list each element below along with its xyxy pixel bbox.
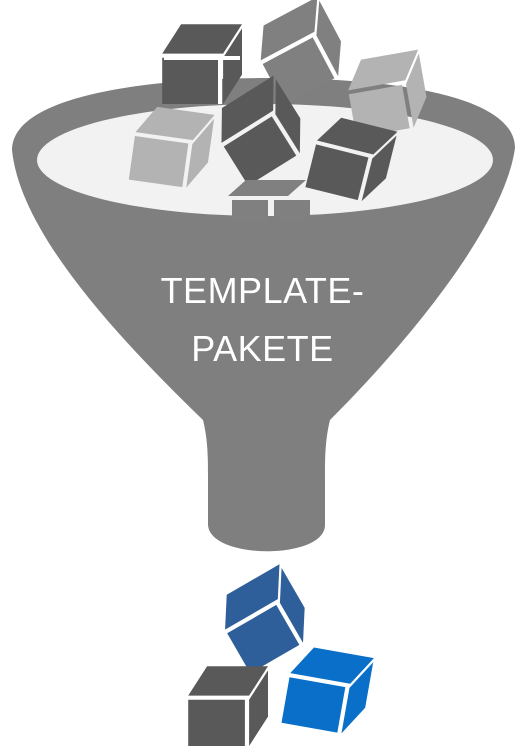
cube-icon xyxy=(210,564,319,673)
cube-icon xyxy=(162,24,242,104)
funnel-label-line-2: PAKETE xyxy=(0,328,525,370)
funnel-label-line-1: TEMPLATE- xyxy=(0,270,525,312)
cube-icon xyxy=(281,644,373,736)
cube-icon xyxy=(188,666,268,746)
